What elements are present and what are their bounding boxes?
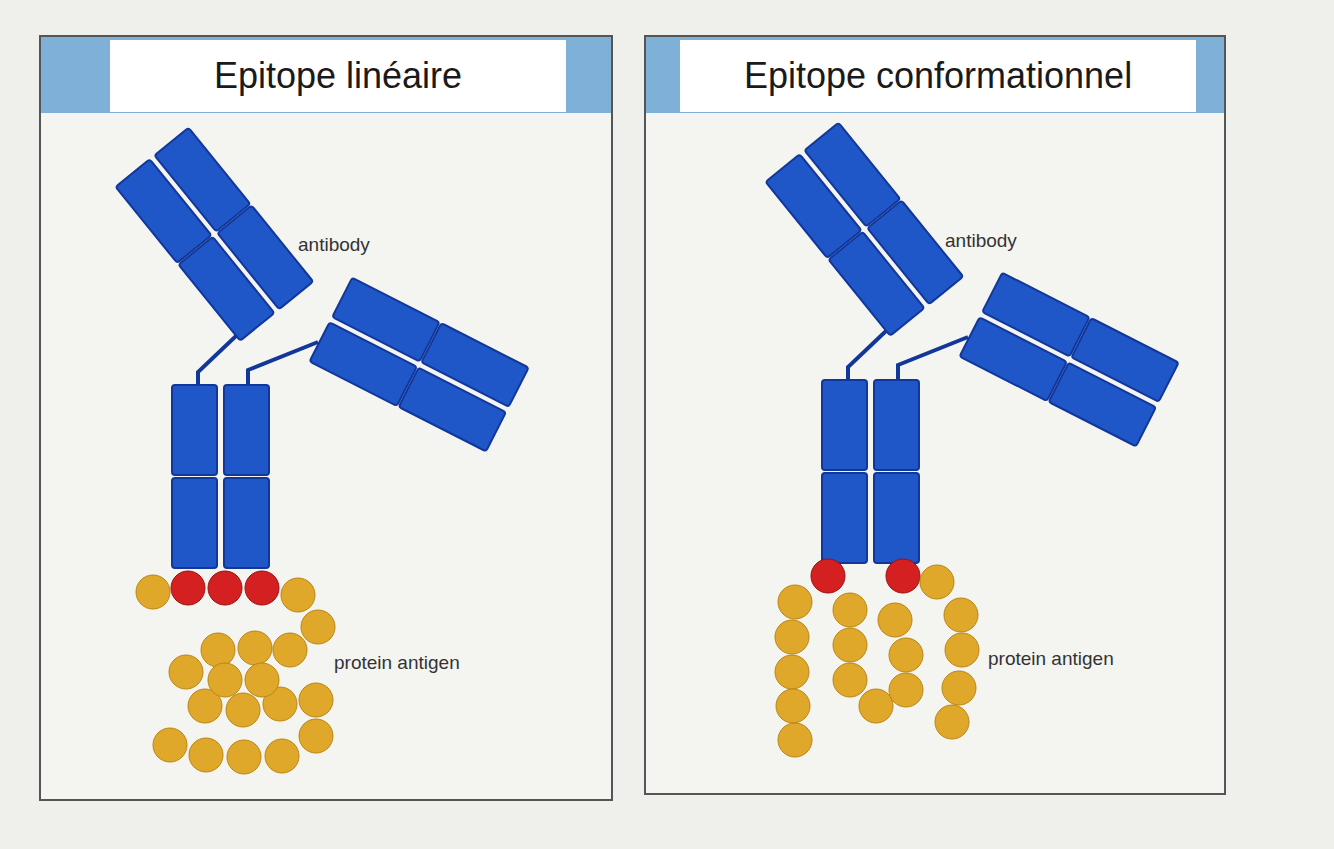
amino-acid-bead xyxy=(945,633,979,667)
amino-acid-bead xyxy=(886,559,920,593)
amino-acid-bead xyxy=(273,633,307,667)
amino-acid-bead xyxy=(245,663,279,697)
amino-acid-bead xyxy=(944,598,978,632)
antibody xyxy=(766,123,1179,563)
amino-acid-bead xyxy=(778,585,812,619)
amino-acid-bead xyxy=(301,610,335,644)
amino-acid-bead xyxy=(859,689,893,723)
amino-acid-bead xyxy=(833,663,867,697)
amino-acid-bead xyxy=(201,633,235,667)
amino-acid-bead xyxy=(281,578,315,612)
amino-acid-bead xyxy=(265,739,299,773)
amino-acid-bead xyxy=(920,565,954,599)
antigen-label: protein antigen xyxy=(988,648,1114,670)
amino-acid-bead xyxy=(775,620,809,654)
amino-acid-bead xyxy=(169,655,203,689)
protein-antigen xyxy=(136,559,979,774)
amino-acid-bead xyxy=(778,723,812,757)
antibody-label: antibody xyxy=(298,234,370,256)
amino-acid-bead xyxy=(889,638,923,672)
antibody xyxy=(116,128,529,568)
header-band xyxy=(41,37,611,113)
amino-acid-bead xyxy=(299,719,333,753)
amino-acid-bead xyxy=(776,689,810,723)
panel xyxy=(645,36,1225,794)
amino-acid-bead xyxy=(299,683,333,717)
amino-acid-bead xyxy=(935,705,969,739)
amino-acid-bead xyxy=(942,671,976,705)
amino-acid-bead xyxy=(171,571,205,605)
title-box: Epitope conformationnel xyxy=(680,40,1196,112)
title-box: Epitope linéaire xyxy=(110,40,566,112)
header-band xyxy=(646,37,1224,113)
amino-acid-bead xyxy=(226,693,260,727)
amino-acid-bead xyxy=(878,603,912,637)
amino-acid-bead xyxy=(775,655,809,689)
amino-acid-bead xyxy=(153,728,187,762)
amino-acid-bead xyxy=(208,571,242,605)
amino-acid-bead xyxy=(136,575,170,609)
amino-acid-bead xyxy=(208,663,242,697)
antibody-label: antibody xyxy=(945,230,1017,252)
amino-acid-bead xyxy=(811,559,845,593)
antigen-label: protein antigen xyxy=(334,652,460,674)
amino-acid-bead xyxy=(833,628,867,662)
amino-acid-bead xyxy=(889,673,923,707)
amino-acid-bead xyxy=(833,593,867,627)
amino-acid-bead xyxy=(227,740,261,774)
panel xyxy=(40,36,612,800)
panel-title: Epitope linéaire xyxy=(214,55,462,97)
amino-acid-bead xyxy=(245,571,279,605)
amino-acid-bead xyxy=(238,631,272,665)
panel-title: Epitope conformationnel xyxy=(744,55,1132,97)
amino-acid-bead xyxy=(189,738,223,772)
